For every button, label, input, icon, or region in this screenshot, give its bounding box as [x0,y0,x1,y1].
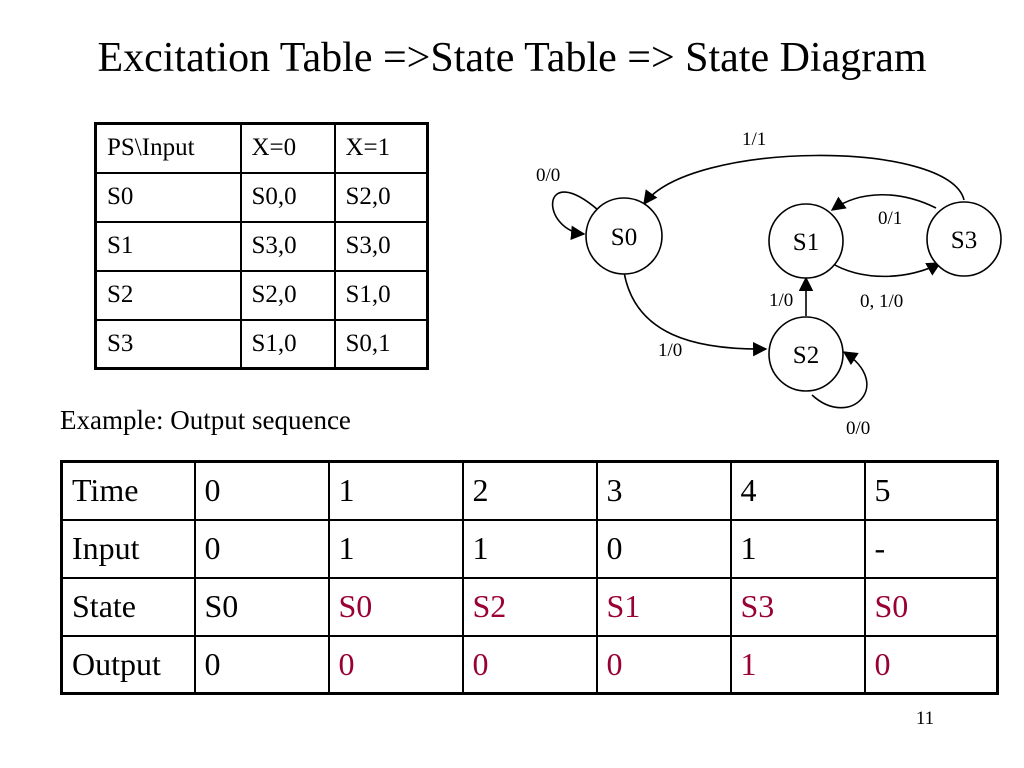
table-row-input: Input 0 1 1 0 1 - [60,518,999,579]
table-cell-highlighted: S0 [327,576,464,637]
table-cell: S3,0 [239,220,336,272]
row-header: Output [60,634,196,695]
header-cell: X=0 [239,122,336,174]
transition-label: 0/0 [846,418,870,439]
table-cell: 0 [193,518,330,579]
table-cell: S1 [94,220,242,272]
table-cell: 2 [461,460,598,521]
table-cell: S2 [94,269,242,321]
table-row: S0 S0,0 S2,0 [94,171,429,223]
table-cell-highlighted: S3 [729,576,866,637]
table-row-state: State S0 S0 S2 S1 S3 S0 [60,576,999,637]
header-cell: X=1 [333,122,429,174]
table-cell: 0 [193,460,330,521]
slide-title: Excitation Table =>State Table => State … [97,35,927,81]
table-cell: 0 [595,518,732,579]
header-cell: PS\Input [94,122,242,174]
table-cell: S1,0 [239,318,336,370]
table-cell: - [863,518,999,579]
table-cell: 1 [327,460,464,521]
state-label: S1 [793,229,819,256]
transition-label: 0, 1/0 [860,291,903,312]
table-cell: S0,1 [333,318,429,370]
table-cell: 1 [729,518,866,579]
table-cell: 1 [327,518,464,579]
table-cell-highlighted: 0 [327,634,464,695]
table-cell-highlighted: 1 [729,634,866,695]
table-cell-highlighted: 0 [863,634,999,695]
transition-label: 1/1 [742,129,766,150]
table-cell-highlighted: S1 [595,576,732,637]
row-header: Time [60,460,196,521]
table-cell: 5 [863,460,999,521]
transition-arrow-s2-self [811,351,868,409]
table-cell: 3 [595,460,732,521]
state-label: S2 [793,342,819,369]
table-row-time: Time 0 1 2 3 4 5 [60,460,999,521]
state-label: S0 [611,224,637,251]
table-cell: S0,0 [239,171,336,223]
transition-arrow-s1-s3 [829,261,942,278]
table-cell: S1,0 [333,269,429,321]
row-header: State [60,576,196,637]
table-cell: 4 [729,460,866,521]
state-node-s1: S1 [768,203,844,279]
transition-arrow-s3-s0 [643,154,965,206]
page-number: 11 [915,708,935,729]
table-cell-highlighted: S2 [461,576,598,637]
state-label: S3 [951,227,977,254]
table-row-output: Output 0 0 0 0 1 0 [60,634,999,695]
table-cell: S3 [94,318,242,370]
table-row: S2 S2,0 S1,0 [94,269,429,321]
table-cell: S2,0 [239,269,336,321]
transition-label: 0/1 [878,208,902,229]
table-cell: S0 [94,171,242,223]
transition-arrow-s3-s1 [830,193,937,211]
transition-label: 0/0 [536,165,560,186]
state-diagram: 0/0 1/1 0/1 0, 1/0 1/0 1/0 0/0 S0 S1 S2 … [536,129,1002,439]
transition-arrow-s0-s2 [623,271,768,357]
state-table-header-row: PS\Input X=0 X=1 [94,122,429,174]
transition-arrow-s0-self [551,191,599,240]
table-cell: S0 [193,576,330,637]
output-sequence-table: Time 0 1 2 3 4 5 Input 0 1 1 0 1 - State… [60,460,999,695]
state-table: PS\Input X=0 X=1 S0 S0,0 S2,0 S1 S3,0 S3… [94,122,429,370]
table-row: S1 S3,0 S3,0 [94,220,429,272]
table-cell-highlighted: 0 [595,634,732,695]
table-cell-highlighted: S0 [863,576,999,637]
table-cell-highlighted: 0 [461,634,598,695]
table-cell: S2,0 [333,171,429,223]
example-label: Example: Output sequence [60,405,351,435]
table-cell: S3,0 [333,220,429,272]
transition-label: 1/0 [658,340,682,361]
table-row: S3 S1,0 S0,1 [94,318,429,370]
transition-label: 1/0 [769,290,793,311]
state-node-s2: S2 [768,316,844,392]
state-node-s3: S3 [926,201,1002,277]
row-header: Input [60,518,196,579]
state-node-s0: S0 [585,197,663,275]
table-cell: 1 [461,518,598,579]
table-cell: 0 [193,634,330,695]
